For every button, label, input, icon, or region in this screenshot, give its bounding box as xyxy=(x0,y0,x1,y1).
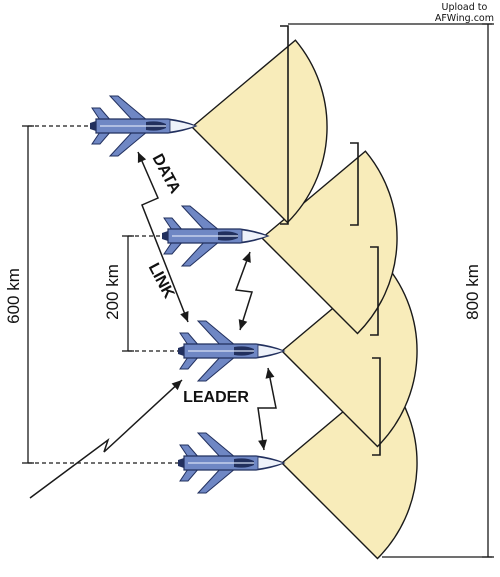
label-leader: LEADER xyxy=(183,389,249,406)
watermark-line2: AFWing.com xyxy=(434,13,494,24)
range-brackets xyxy=(280,25,381,456)
fighter-jet-icon xyxy=(177,432,285,494)
fighter-jet-icon xyxy=(161,205,269,267)
dimension-lines xyxy=(22,23,494,558)
lightning-link-icon-lower-head xyxy=(265,368,275,379)
lightning-link-icon-data xyxy=(137,151,189,323)
radar-sector-2 xyxy=(280,263,418,448)
range-bracket-1 xyxy=(372,357,381,456)
lightning-link-icon-incoming-head xyxy=(171,380,182,391)
range-bracket-4 xyxy=(280,25,289,225)
lightning-link-icon-data-head xyxy=(137,152,147,163)
range-bracket-2 xyxy=(370,246,379,336)
lightning-link-icon-data-head xyxy=(180,311,189,322)
range-bracket-3 xyxy=(350,142,359,226)
watermark: Upload to AFWing.com xyxy=(435,2,494,24)
label-200km: 200 km xyxy=(103,264,122,320)
lightning-link-icon-wing-head xyxy=(238,319,248,330)
data-link-arrows xyxy=(29,151,277,499)
lightning-link-icon-wing-head xyxy=(242,252,251,263)
label-600km: 600 km xyxy=(4,268,23,324)
radar-sectors xyxy=(190,39,418,560)
lightning-link-icon-wing xyxy=(234,251,253,331)
watermark-line1: Upload to xyxy=(441,2,488,13)
fighter-jet-icon xyxy=(89,95,197,157)
radar-sector-4 xyxy=(190,39,328,224)
label-800km: 800 km xyxy=(463,264,482,320)
radar-sector-3 xyxy=(260,150,398,335)
lightning-link-icon-lower-head xyxy=(258,439,267,450)
lightning-link-icon-incoming xyxy=(29,379,183,499)
lightning-link-icon-lower xyxy=(257,367,277,451)
